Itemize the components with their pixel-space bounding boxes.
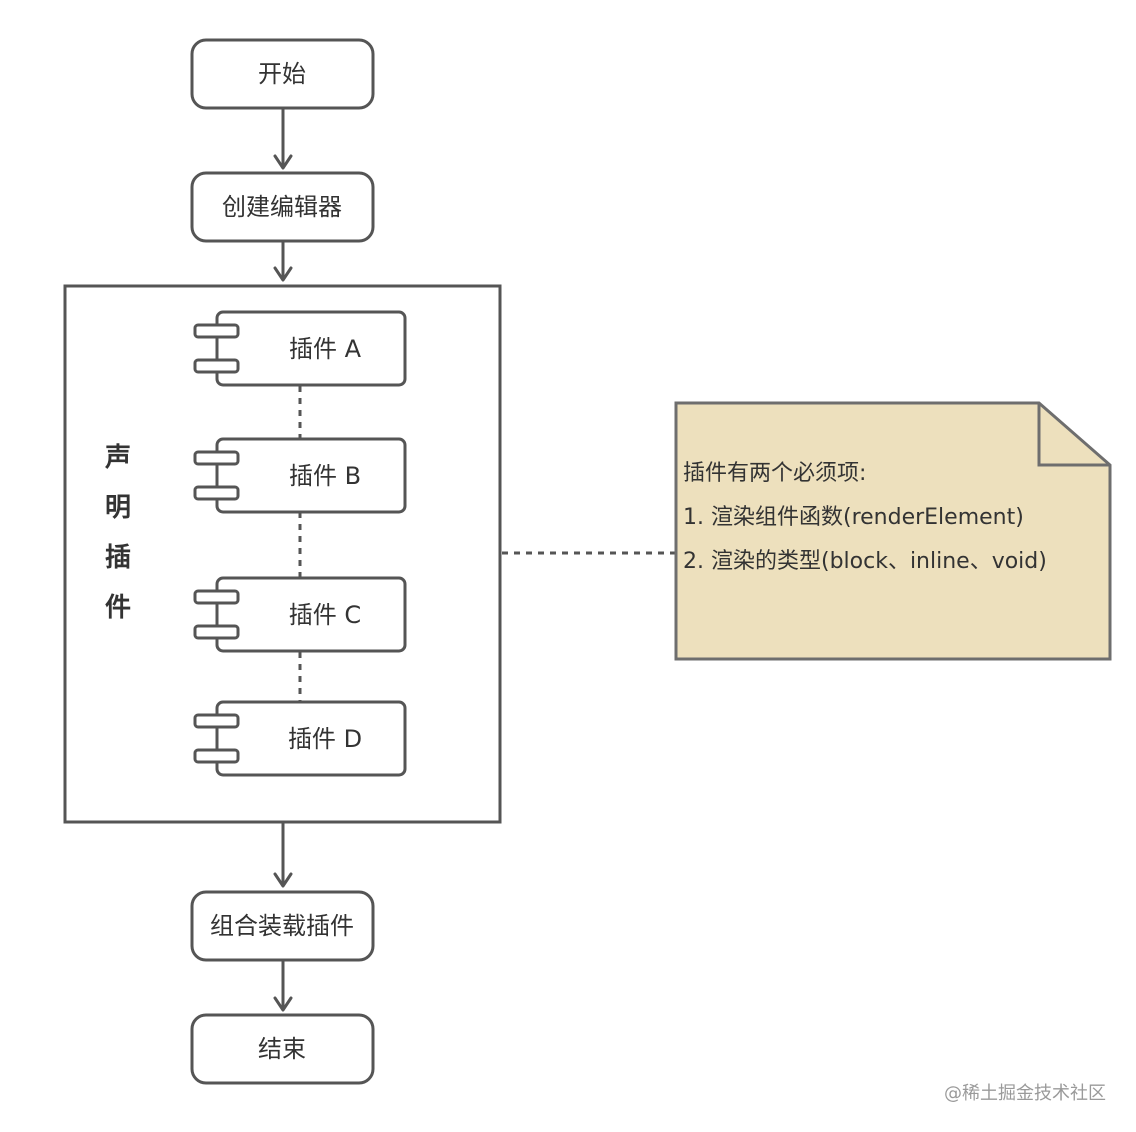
end-node-label: 结束: [258, 1035, 306, 1063]
component-icon: [193, 485, 240, 501]
note-fold: [1037, 403, 1110, 467]
end-node: 结束: [190, 1013, 375, 1085]
plugin-component-b: 插件 B: [193, 437, 407, 514]
plugin-component-a: 插件 A: [193, 310, 407, 387]
plugin-component-label: 插件 A: [289, 335, 362, 363]
arrow-assemble-to-end: [273, 960, 293, 1012]
create-editor-node: 创建编辑器: [190, 171, 375, 243]
start-node: 开始: [190, 38, 375, 110]
note-body: [674, 401, 1112, 661]
note-line: 2. 渲染的类型(block、inline、void): [683, 549, 1047, 574]
group-label-char: 插: [105, 543, 131, 573]
component-icon: [193, 748, 240, 764]
component-icon: [193, 323, 240, 339]
note: 插件有两个必须项: 1. 渲染组件函数(renderElement) 2. 渲染…: [674, 401, 1112, 661]
start-node-label: 开始: [258, 60, 306, 88]
assemble-plugins-node: 组合装载插件: [190, 890, 375, 962]
arrow-start-to-create-editor: [273, 108, 293, 170]
note-line: 插件有两个必须项:: [683, 461, 866, 486]
assemble-plugins-node-label: 组合装载插件: [210, 912, 354, 940]
watermark: @稀土掘金技术社区: [944, 1083, 1106, 1104]
group-label-char: 件: [105, 593, 131, 623]
arrow-group-to-assemble: [273, 822, 293, 888]
component-icon: [193, 450, 240, 466]
group-label-char: 明: [105, 493, 131, 523]
plugin-component-c: 插件 C: [193, 576, 407, 653]
note-line: 1. 渲染组件函数(renderElement): [683, 505, 1024, 530]
create-editor-node-label: 创建编辑器: [222, 193, 342, 221]
plugin-component-d: 插件 D: [193, 700, 407, 777]
component-icon: [193, 624, 240, 640]
component-icon: [193, 713, 240, 729]
plugin-component-label: 插件 C: [289, 601, 361, 629]
component-icon: [193, 589, 240, 605]
plugin-component-label: 插件 D: [288, 725, 362, 753]
plugin-component-label: 插件 B: [289, 462, 361, 490]
component-icon: [193, 358, 240, 374]
group-label-char: 声: [105, 443, 131, 473]
arrow-create-editor-to-group: [273, 241, 293, 282]
